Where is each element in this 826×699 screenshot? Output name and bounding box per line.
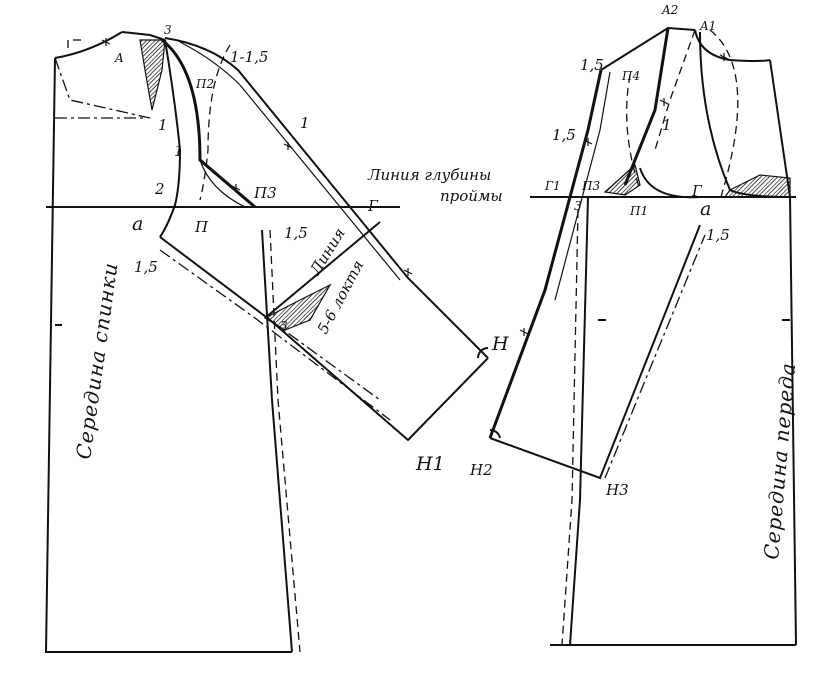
label-P-back: П — [194, 218, 209, 236]
back-neckline — [54, 31, 123, 59]
mark-2-back: 2 — [154, 180, 165, 198]
cross-ticks — [101, 38, 729, 336]
back-center-line — [44, 57, 292, 653]
elbow-hatch — [263, 283, 332, 331]
label-A2: A2 — [661, 3, 678, 17]
labels: Середина спинки Середина переда Линия гл… — [71, 3, 800, 560]
front-neckline — [694, 29, 771, 62]
mark-1-back-b: 1 — [174, 142, 184, 160]
front-shoulder — [600, 26, 696, 71]
label-P3-front: П3 — [581, 179, 600, 193]
back-shoulder-hatch — [139, 39, 166, 111]
label-H: H — [491, 333, 509, 355]
label-G-back: Г — [367, 197, 379, 215]
front-sleeve-front-edge — [488, 69, 603, 439]
mark-1-front: 1 — [662, 116, 672, 134]
back-armhole — [159, 39, 182, 238]
label-H2: H2 — [469, 461, 493, 479]
label-A1: A1 — [699, 19, 716, 33]
back-sleeve-cap — [161, 38, 256, 209]
label-H1: H1 — [415, 453, 445, 475]
front-sleeve — [488, 27, 706, 480]
label-armhole-line: Линия глубины — [367, 166, 491, 184]
front-side-seam — [569, 196, 589, 646]
label-A: A — [114, 51, 124, 65]
mark-1-5-front-mid: 1,5 — [552, 126, 576, 144]
label-back-center: Середина спинки — [71, 261, 122, 461]
mark-1-back-a: 1 — [158, 116, 168, 134]
label-elbow-line: Линия — [306, 225, 349, 279]
mark-1-1-5: 1-1,5 — [230, 48, 268, 66]
front-shoulder-hatch — [723, 174, 791, 198]
label-a-back: a — [132, 213, 143, 235]
label-a-front: a — [700, 198, 711, 220]
back-piece — [44, 31, 400, 653]
mark-1-5-front-a: 1,5 — [706, 226, 730, 244]
front-armhole — [699, 31, 791, 198]
label-armhole-line-2: проймы — [440, 187, 503, 205]
label-P2: П2 — [195, 77, 214, 91]
mark-1-5-back: 1,5 — [284, 224, 308, 242]
mark-1-shoulder: 1 — [300, 114, 310, 132]
label-G1: Г1 — [544, 179, 561, 193]
back-side-seam — [261, 229, 293, 653]
back-sleeve — [159, 37, 489, 442]
label-P1: П1 — [629, 204, 648, 218]
mark-3-front: 3 — [574, 199, 582, 213]
mark-3-elbow: 3 — [280, 319, 288, 333]
front-piece — [530, 26, 797, 646]
label-P4: П4 — [621, 69, 640, 83]
label-G-front: Г — [691, 182, 703, 200]
label-H3: H3 — [605, 481, 629, 499]
mark-1-5-left: 1,5 — [134, 258, 158, 276]
label-P3-back: П3 — [253, 184, 277, 202]
mark-1-5-front-top: 1,5 — [580, 56, 604, 74]
elbow-line — [264, 221, 381, 319]
back-shoulder — [121, 31, 166, 41]
mark-3-top: 3 — [164, 23, 172, 37]
